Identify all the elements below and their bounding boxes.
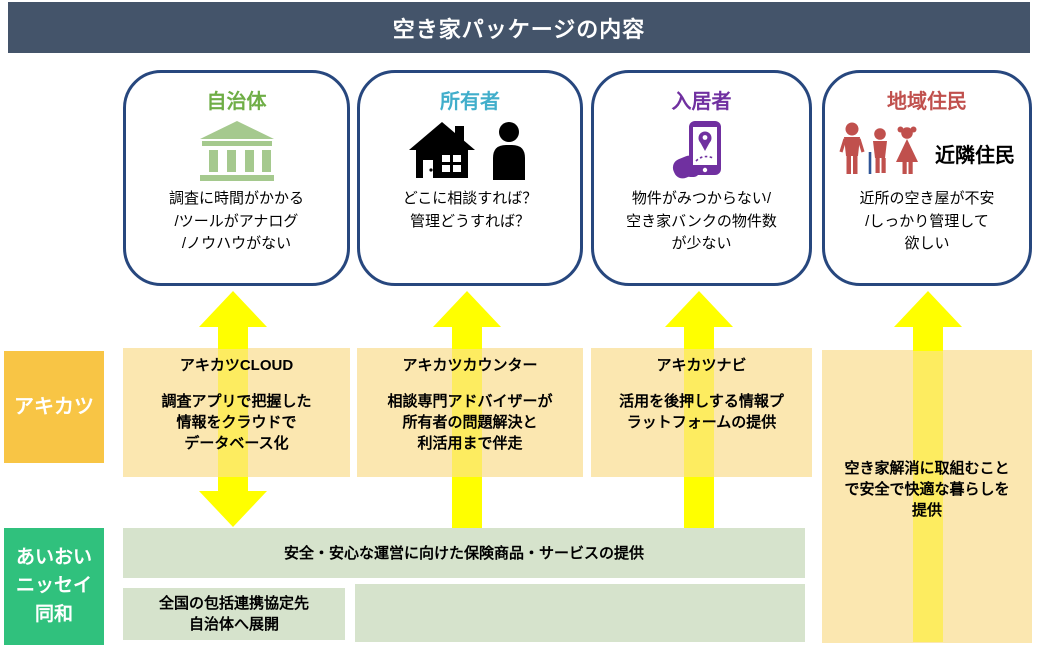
stakeholder-card-tenant: 入居者 物件がみつからない/ xyxy=(591,70,812,286)
page-title: 空き家パッケージの内容 xyxy=(8,2,1030,53)
expansion-box: 全国の包括連携協定先 自治体へ展開 xyxy=(123,588,345,640)
card-title-residents: 地域住民 xyxy=(887,91,967,113)
service-title: アキカツナビ xyxy=(656,357,747,374)
arrow-shaft xyxy=(684,477,714,528)
akikatsu-row-label: アキカツ xyxy=(4,351,104,463)
arrow-shaft xyxy=(684,327,714,349)
insurance-band: 安全・安心な運営に向けた保険商品・サービスの提供 xyxy=(123,528,805,578)
stakeholder-card-residents: 地域住民 xyxy=(822,70,1032,286)
card-body-residents: 近所の空き屋が不安 /しっかり管理して 欲しい xyxy=(859,190,995,252)
bank-icon xyxy=(199,120,274,186)
person-icon xyxy=(487,121,531,185)
insurer-support-area xyxy=(355,584,805,642)
arrow-shaft xyxy=(218,327,248,349)
card-body-owner: どこに相談すれば？ 管理どうすれば？ xyxy=(402,190,538,230)
arrow-up-tenant xyxy=(665,291,733,327)
resident-value-text: 空き家解消に取組むこと で安全で快適な暮らしを 提供 xyxy=(844,460,1010,519)
arrow-shaft xyxy=(452,477,482,528)
arrow-shaft xyxy=(452,327,482,349)
arrow-up-owner xyxy=(433,291,501,327)
service-title: アキカツCLOUD xyxy=(179,357,294,374)
stakeholder-card-municipality: 自治体 調査に時間がかかる /ツールがアナログ /ノウハウがない xyxy=(123,70,350,286)
service-body: 調査アプリで把握した 情報をクラウドで データベース化 xyxy=(161,393,312,452)
card-body-municipality: 調査に時間がかかる /ツールがアナログ /ノウハウがない xyxy=(168,190,304,252)
arrow-up-residents xyxy=(894,291,962,327)
card-title-tenant: 入居者 xyxy=(671,91,732,113)
neighbors-icon xyxy=(839,122,927,185)
hand-phone-search-icon xyxy=(671,120,733,186)
arrow-down-municipality xyxy=(199,491,267,527)
service-body: 活用を後押しする情報プ ラットフォームの提供 xyxy=(619,393,784,431)
insurer-row-label: あいおい ニッセイ 同和 xyxy=(4,528,104,645)
arrow-up-municipality xyxy=(199,291,267,327)
service-box-akikatsu-navi: アキカツナビ 活用を後押しする情報プ ラットフォームの提供 xyxy=(591,348,812,477)
service-title: アキカツカウンター xyxy=(402,357,538,374)
arrow-shaft xyxy=(218,477,248,491)
card-title-municipality: 自治体 xyxy=(206,91,267,113)
card-title-owner: 所有者 xyxy=(440,91,500,113)
house-icon xyxy=(409,121,475,185)
arrow-shaft xyxy=(913,327,943,351)
stakeholder-card-owner: 所有者 xyxy=(357,70,583,286)
service-box-akikatsu-counter: アキカツカウンター 相談専門アドバイザーが 所有者の問題解決と 利活用まで伴走 xyxy=(357,348,583,477)
service-body: 相談専門アドバイザーが 所有者の問題解決と 利活用まで伴走 xyxy=(387,393,553,452)
service-box-akikatsu-cloud: アキカツCLOUD 調査アプリで把握した 情報をクラウドで データベース化 xyxy=(123,348,350,477)
neighbors-caption: 近隣住民 xyxy=(935,144,1015,167)
card-body-tenant: 物件がみつからない/ 空き家バンクの物件数 が少ない xyxy=(626,190,777,252)
resident-value-box: 空き家解消に取組むこと で安全で快適な暮らしを 提供 xyxy=(822,350,1032,643)
